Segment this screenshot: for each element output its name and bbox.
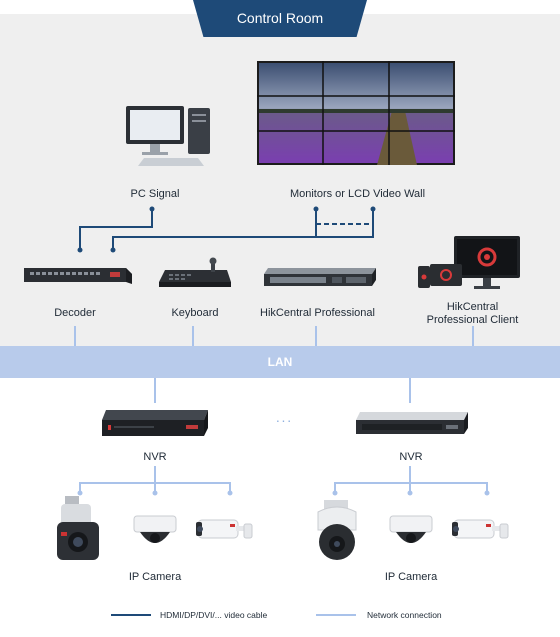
lan-band [0,346,560,378]
server-icon [262,266,376,288]
more-nvrs-ellipsis: ··· [275,412,293,428]
video-wall-icon [257,61,455,165]
network-lines [74,326,488,493]
decoder-label: Decoder [54,307,96,319]
video-cables [79,209,374,250]
client-label-line1: HikCentral [446,301,499,313]
client-label-line2: Professional Client [426,314,519,326]
keyboard-icon [157,256,233,290]
pc-signal-label: PC Signal [130,188,180,200]
nvr-left-icon [100,406,210,442]
nvr-left-label: NVR [143,451,167,463]
decoder-icon [24,262,132,288]
ptz-camera-right-icon [312,500,362,562]
client-devices-icon [416,236,524,292]
ptz-camera-left-icon [55,496,105,562]
ip-camera-right-label: IP Camera [384,571,438,583]
ip-camera-left-label: IP Camera [128,571,182,583]
video-wall-label: Monitors or LCD Video Wall [289,188,426,200]
nvr-right-icon [354,410,468,442]
legend-network-label: Network connection [367,610,442,620]
bullet-camera-right-icon [452,516,510,546]
lan-label: LAN [267,355,293,369]
dome-camera-left-icon [132,514,178,552]
dome-camera-right-icon [388,514,434,552]
pc-icon [120,100,220,170]
legend-video-line [111,614,151,616]
legend-video-label: HDMI/DP/DVI/... video cable [160,610,268,620]
nvr-right-label: NVR [399,451,423,463]
keyboard-label: Keyboard [171,307,219,319]
control-room-title: Control Room [193,0,367,37]
legend-network-line [316,614,356,616]
bullet-camera-left-icon [196,516,254,546]
hikcentral-professional-label: HikCentral Professional [260,307,375,319]
